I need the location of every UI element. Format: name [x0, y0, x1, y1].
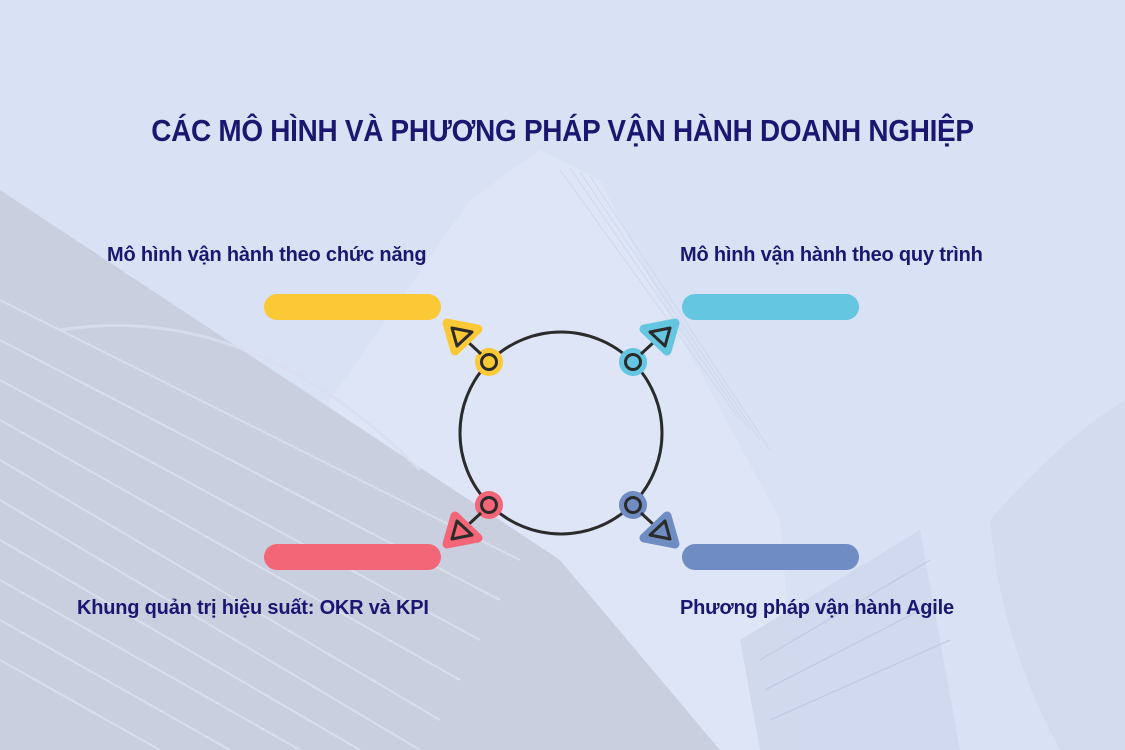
label-okr-kpi: Khung quản trị hiệu suất: OKR và KPI — [77, 597, 429, 619]
bar-functional-model — [264, 294, 441, 320]
bar-process-model — [682, 294, 859, 320]
bar-agile — [682, 544, 859, 570]
arrow-triangle-icon — [450, 519, 474, 541]
node-bottom-right — [619, 491, 680, 549]
arrow-triangle-icon — [450, 326, 474, 348]
label-functional-model: Mô hình vận hành theo chức năng — [107, 244, 427, 266]
node-bottom-left — [442, 491, 503, 549]
page-title: CÁC MÔ HÌNH VÀ PHƯƠNG PHÁP VẬN HÀNH DOAN… — [151, 113, 974, 148]
node-top-left — [442, 318, 503, 376]
label-process-model: Mô hình vận hành theo quy trình — [680, 244, 983, 266]
node-top-right — [619, 318, 680, 376]
arrow-triangle-icon — [648, 326, 672, 348]
label-agile: Phương pháp vận hành Agile — [680, 597, 954, 619]
bar-okr-kpi — [264, 544, 441, 570]
central-circle — [458, 330, 664, 536]
arrow-triangle-icon — [648, 519, 672, 541]
